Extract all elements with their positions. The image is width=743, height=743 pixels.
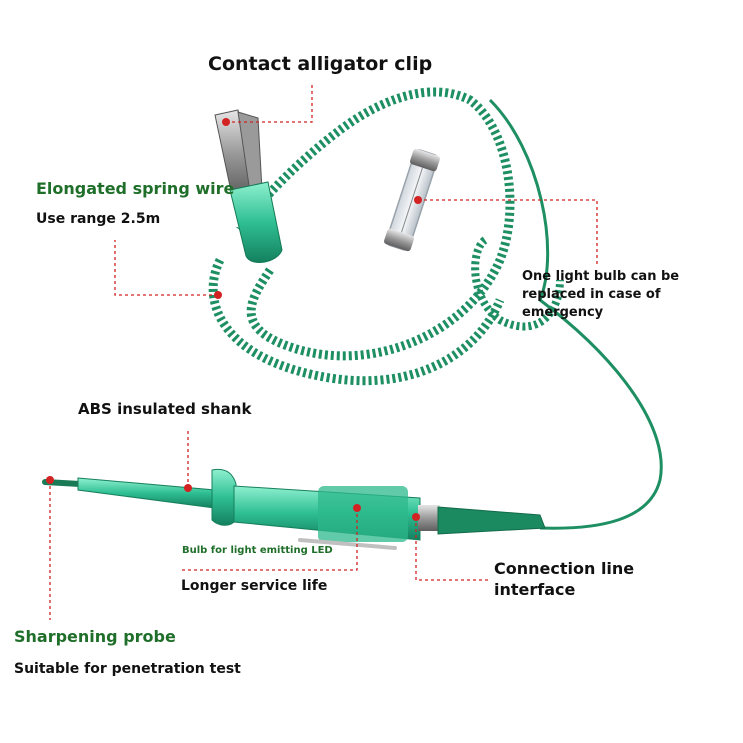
service-life-label: Longer service life <box>181 578 328 594</box>
penetration-label: Suitable for penetration test <box>14 661 241 677</box>
bulb-replace-label: One light bulb can be replaced in case o… <box>522 269 680 320</box>
leader-lines <box>49 82 598 620</box>
alligator-clip-label: Contact alligator clip <box>208 53 433 75</box>
probe-label: Sharpening probe <box>14 627 176 646</box>
connection-label: Connection line interface <box>494 559 635 599</box>
abs-shank-label: ABS insulated shank <box>78 400 252 418</box>
coiled-cable <box>208 87 663 530</box>
fuse-bulb <box>384 148 440 252</box>
alligator-clip <box>214 109 283 264</box>
leader-markers <box>46 118 422 521</box>
tester-pen <box>42 468 546 550</box>
led-bulb-label: Bulb for light emitting LED <box>182 545 333 556</box>
use-range-label: Use range 2.5m <box>36 211 161 227</box>
spring-wire-label: Elongated spring wire <box>36 179 235 198</box>
